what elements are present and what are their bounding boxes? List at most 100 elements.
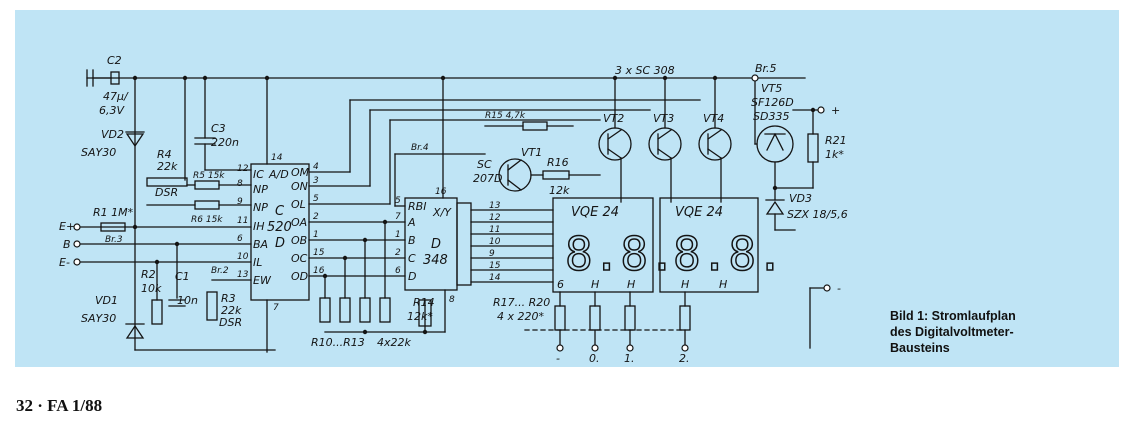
c520-pin-number: 13 [237, 270, 249, 280]
label-br5: Br.5 [755, 62, 777, 75]
label-r6: R6 15k [191, 215, 223, 225]
c520-pin-number: 5 [313, 194, 319, 204]
terminal-bottom-0: 0. [589, 352, 600, 365]
label-c1-value: 10n [177, 294, 198, 307]
label-r16-value: 12k [549, 184, 570, 197]
c520-pin-number: 8 [237, 179, 243, 189]
label-c1: C1 [175, 270, 190, 283]
display-2-pin-1: H [681, 278, 689, 291]
c520-pin-label: BA [253, 238, 268, 251]
c520-pin-label: EW [253, 274, 272, 287]
label-c2: C2 [107, 54, 122, 67]
label-c3-value: 220n [211, 136, 239, 149]
display-1-pin-2: H [591, 278, 599, 291]
label-r21: R21 [825, 134, 847, 147]
label-r3-type: DSR [219, 316, 242, 329]
label-vd1: VD1 [95, 294, 118, 307]
c520-pin-number: 4 [313, 162, 319, 172]
c520-pin-label: IL [253, 256, 262, 269]
display-1-name: VQE 24 [571, 205, 619, 220]
c520-pin-number: 10 [237, 252, 249, 262]
c520-pin-label: NP [253, 201, 268, 214]
label-vt4: VT4 [703, 112, 724, 125]
c520-pin-number: 16 [313, 266, 325, 276]
c520-name-2: 520 [267, 220, 292, 235]
figure-caption: Bild 1: Stromlaufplan des Digitalvoltmet… [890, 308, 1016, 356]
caption-line: Bild 1: Stromlaufplan [890, 309, 1016, 323]
c520-pin-label: IC [253, 168, 264, 181]
d348-top-pin-label: X/Y [432, 206, 452, 219]
label-r4: R4 [157, 148, 172, 161]
d348-pin-label: A [407, 216, 416, 229]
c520-pin-number: 12 [237, 164, 249, 174]
c520-name-1: C [275, 204, 285, 219]
label-br2: Br.2 [211, 266, 229, 276]
c520-pin-label: OD [291, 270, 308, 283]
label-vt1: VT1 [521, 146, 542, 159]
d348-pin-number: 5 [395, 196, 401, 206]
page-footer: 32 · FA 1/88 [16, 396, 103, 415]
d348-output-pin-number: 9 [489, 249, 495, 259]
d348-name-1: D [431, 237, 441, 252]
label-r15: R15 4,7k [485, 111, 526, 121]
c520-pin-number: 9 [237, 197, 243, 207]
d348-bottom-pin-num: 8 [449, 295, 455, 305]
c520-pin-number: 6 [237, 234, 243, 244]
label-vt2: VT2 [603, 112, 624, 125]
label-vt1-model: 207D [473, 172, 502, 185]
d348-output-pin-number: 13 [489, 201, 501, 211]
d348-output-pin-number: 10 [489, 237, 501, 247]
d348-pin-number: 7 [395, 212, 401, 222]
label-vd1-type: SAY30 [81, 312, 116, 325]
display-2-name: VQE 24 [675, 205, 723, 220]
display-1-pin-1: 6 [557, 278, 564, 291]
label-vt3: VT3 [653, 112, 674, 125]
caption-line: des Digitalvoltmeter- [890, 325, 1014, 339]
d348-pin-number: 1 [395, 230, 401, 240]
label-vd3-type: SZX 18/5,6 [787, 208, 848, 221]
label-r17-r20: R17... R20 [493, 296, 550, 309]
label-r1: R1 1M* [93, 206, 134, 219]
d348-pin-number: 6 [395, 266, 401, 276]
c520-pin-label: OL [291, 198, 306, 211]
d348-name-2: 348 [423, 253, 448, 268]
label-r21-value: 1k* [825, 148, 844, 161]
label-r10-r13: R10...R13 [311, 336, 365, 349]
d348-output-pin-number: 12 [489, 213, 501, 223]
terminal-bottom-1: 1. [624, 352, 635, 365]
label-vt5-type1: SF126D [751, 96, 794, 109]
d348-output-pin-number: 15 [489, 261, 501, 271]
terminal-bottom-2: 2. [679, 352, 690, 365]
display-1-pin-3: H [627, 278, 635, 291]
label-vt5-type2: SD335 [753, 110, 789, 123]
label-r16: R16 [547, 156, 569, 169]
label-r4-value: 22k [157, 160, 178, 173]
terminal-minus: - [837, 282, 841, 295]
label-br3: Br.3 [105, 235, 123, 245]
schematic-panel: C2 47µ/ 6,3V VD2 SAY30 R4 22k DSR C3 220… [15, 10, 1119, 367]
c520-bottom-pin-num: 7 [273, 303, 279, 313]
terminal-b: B [63, 238, 71, 251]
c520-pin-label: OC [291, 252, 308, 265]
caption-line: Bausteins [890, 341, 950, 355]
d348-pin-number: 2 [395, 248, 401, 258]
circuit-schematic: C2 47µ/ 6,3V VD2 SAY30 R4 22k DSR C3 220… [59, 54, 848, 365]
label-trans-note: 3 x SC 308 [615, 64, 675, 77]
c520-top-pin-label: A/D [268, 168, 289, 181]
label-c2-value: 47µ/ [103, 90, 129, 103]
c520-pin-label: OM [291, 166, 310, 179]
label-r3: R3 [221, 292, 236, 305]
label-c3: C3 [211, 122, 226, 135]
label-vt5: VT5 [761, 82, 782, 95]
c520-pin-label: OB [291, 234, 307, 247]
c520-pin-label: IH [253, 220, 265, 233]
display-1-digits: 8.8. [565, 227, 676, 281]
c520-pin-number: 11 [237, 216, 248, 226]
label-r4-type: DSR [155, 186, 178, 199]
terminal-bottom-minus: - [556, 352, 560, 365]
label-r17-r20-value: 4 x 220* [497, 310, 544, 323]
label-r3-value: 22k [221, 304, 242, 317]
label-br4: Br.4 [411, 143, 429, 153]
c520-pin-label: NP [253, 183, 268, 196]
c520-name-3: D [275, 236, 285, 251]
